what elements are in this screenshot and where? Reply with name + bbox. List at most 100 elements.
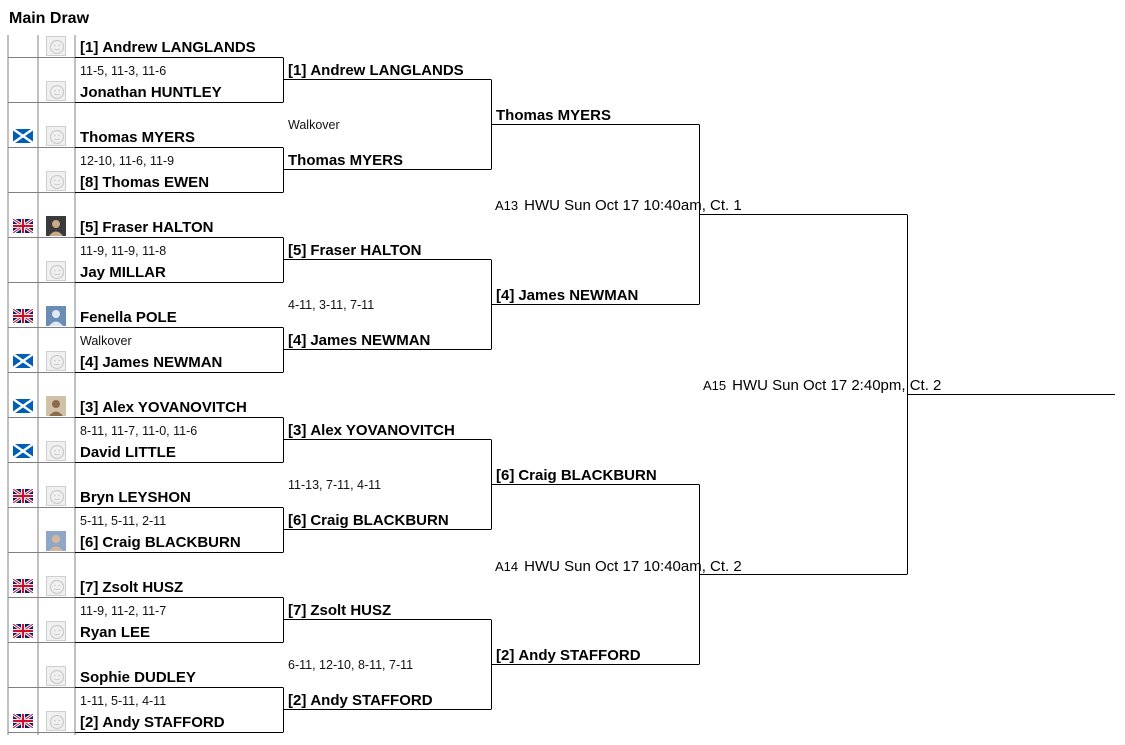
player-entry: [4]James NEWMAN — [80, 349, 222, 371]
player-entry: [2]Andy STAFFORD — [496, 642, 641, 664]
player-entry: [6]Craig BLACKBURN — [496, 462, 657, 484]
match-score: 11-9, 11-2, 11-7 — [80, 604, 166, 618]
player-name: Thomas MYERS — [496, 107, 611, 124]
seed-label: [2] — [496, 647, 514, 664]
match-score: 11-9, 11-9, 11-8 — [80, 244, 166, 258]
placeholder-avatar-icon — [46, 126, 66, 146]
player-name: Alex YOVANOVITCH — [102, 399, 246, 416]
player-name: Jonathan HUNTLEY — [80, 84, 222, 101]
seed-label: [2] — [288, 692, 306, 709]
player-entry: [2]Andy STAFFORD — [80, 709, 225, 731]
uk-flag-icon — [13, 219, 33, 233]
player-entry: Sophie DUDLEY — [80, 664, 196, 686]
player-entry: [7]Zsolt HUSZ — [80, 574, 183, 596]
scotland-flag-icon — [13, 399, 33, 413]
seed-label: [2] — [80, 714, 98, 731]
player-name: David LITTLE — [80, 444, 176, 461]
placeholder-avatar-icon — [46, 486, 66, 506]
player-entry: Bryn LEYSHON — [80, 484, 191, 506]
scheduled-match-info: A13 HWU Sun Oct 17 10:40am, Ct. 1 — [495, 197, 742, 214]
player-name: Alex YOVANOVITCH — [310, 422, 454, 439]
player-name: James NEWMAN — [310, 332, 430, 349]
player-entry: [3]Alex YOVANOVITCH — [288, 417, 455, 439]
player-entry: David LITTLE — [80, 439, 176, 461]
player-name: Thomas MYERS — [288, 152, 403, 169]
uk-flag-icon — [13, 579, 33, 593]
uk-flag-icon — [13, 309, 33, 323]
player-name: James NEWMAN — [102, 354, 222, 371]
player-entry: Thomas MYERS — [80, 124, 195, 146]
player-name: Andrew LANGLANDS — [310, 62, 463, 79]
player-entry: [3]Alex YOVANOVITCH — [80, 394, 247, 416]
placeholder-avatar-icon — [46, 441, 66, 461]
seed-label: [3] — [80, 399, 98, 416]
match-score: 1-11, 5-11, 4-11 — [80, 694, 166, 708]
seed-label: [5] — [288, 242, 306, 259]
placeholder-avatar-icon — [46, 621, 66, 641]
match-schedule: HWU Sun Oct 17 10:40am, Ct. 1 — [524, 197, 742, 214]
placeholder-avatar-icon — [46, 261, 66, 281]
scotland-flag-icon — [13, 354, 33, 368]
match-code: A13 — [495, 198, 518, 213]
player-name: Craig BLACKBURN — [310, 512, 448, 529]
player-name: Thomas MYERS — [80, 129, 195, 146]
seed-label: [4] — [496, 287, 514, 304]
placeholder-avatar-icon — [46, 36, 66, 56]
match-score: 11-13, 7-11, 4-11 — [288, 478, 381, 492]
scheduled-match-info: A14 HWU Sun Oct 17 10:40am, Ct. 2 — [495, 558, 742, 575]
match-schedule: HWU Sun Oct 17 10:40am, Ct. 2 — [524, 558, 742, 575]
match-score: 8-11, 11-7, 11-0, 11-6 — [80, 424, 197, 438]
player-entry: [4]James NEWMAN — [496, 282, 638, 304]
seed-label: [4] — [288, 332, 306, 349]
scotland-flag-icon — [13, 129, 33, 143]
match-score: 11-5, 11-3, 11-6 — [80, 64, 166, 78]
player-photo-icon — [46, 216, 66, 236]
player-entry: [7]Zsolt HUSZ — [288, 597, 391, 619]
player-entry: [5]Fraser HALTON — [288, 237, 421, 259]
seed-label: [1] — [288, 62, 306, 79]
placeholder-avatar-icon — [46, 711, 66, 731]
player-entry: [1]Andrew LANGLANDS — [288, 57, 464, 79]
player-name: Ryan LEE — [80, 624, 150, 641]
match-code: A14 — [495, 559, 518, 574]
player-name: Sophie DUDLEY — [80, 669, 196, 686]
player-name: Andy STAFFORD — [310, 692, 432, 709]
seed-label: [3] — [288, 422, 306, 439]
player-name: Thomas EWEN — [102, 174, 209, 191]
uk-flag-icon — [13, 714, 33, 728]
match-score: 4-11, 3-11, 7-11 — [288, 298, 374, 312]
player-name: Andrew LANGLANDS — [102, 39, 255, 56]
player-entry: [6]Craig BLACKBURN — [80, 529, 241, 551]
seed-label: [1] — [80, 39, 98, 56]
scotland-flag-icon — [13, 444, 33, 458]
player-entry: [4]James NEWMAN — [288, 327, 430, 349]
scheduled-match-info: A15 HWU Sun Oct 17 2:40pm, Ct. 2 — [703, 377, 941, 394]
player-name: Craig BLACKBURN — [102, 534, 240, 551]
player-name: Zsolt HUSZ — [102, 579, 183, 596]
match-schedule: HWU Sun Oct 17 2:40pm, Ct. 2 — [732, 377, 941, 394]
player-name: Craig BLACKBURN — [518, 467, 656, 484]
player-entry: [1]Andrew LANGLANDS — [80, 34, 256, 56]
seed-label: [7] — [80, 579, 98, 596]
match-score: Walkover — [288, 118, 340, 132]
placeholder-avatar-icon — [46, 351, 66, 371]
player-photo-icon — [46, 306, 66, 326]
player-entry: Thomas MYERS — [496, 102, 611, 124]
player-entry: Jonathan HUNTLEY — [80, 79, 222, 101]
player-entry: Thomas MYERS — [288, 147, 403, 169]
player-name: Fraser HALTON — [102, 219, 213, 236]
player-name: Jay MILLAR — [80, 264, 166, 281]
placeholder-avatar-icon — [46, 576, 66, 596]
seed-label: [6] — [288, 512, 306, 529]
match-score: Walkover — [80, 334, 132, 348]
player-photo-icon — [46, 396, 66, 416]
match-score: 12-10, 11-6, 11-9 — [80, 154, 174, 168]
seed-label: [4] — [80, 354, 98, 371]
seed-label: [5] — [80, 219, 98, 236]
placeholder-avatar-icon — [46, 171, 66, 191]
seed-label: [6] — [80, 534, 98, 551]
match-code: A15 — [703, 378, 726, 393]
player-name: Zsolt HUSZ — [310, 602, 391, 619]
placeholder-avatar-icon — [46, 81, 66, 101]
player-name: Andy STAFFORD — [102, 714, 224, 731]
